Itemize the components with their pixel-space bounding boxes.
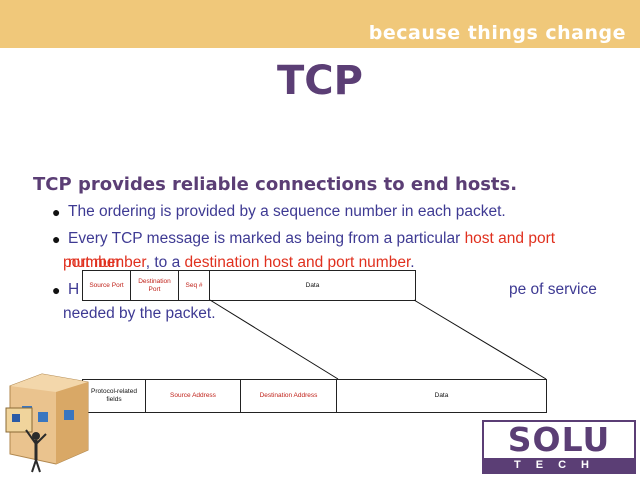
slide-title: TCP (277, 58, 363, 104)
logo-top-text: SOLU (507, 420, 611, 459)
bullet-2-highlight-2: destination host and port number (184, 254, 411, 271)
bullet-3-text-b: pe of service (509, 281, 597, 298)
bullet-1-text: The ordering is provided by a sequence n… (68, 203, 506, 220)
builder-illustration-icon (5, 373, 89, 473)
bullet-3-text-a: H (68, 281, 80, 298)
bullet-2-line-2: port number, to a destination host and p… (63, 251, 603, 275)
bullet-dot-icon: ● (52, 231, 61, 247)
tcp-seq-cell: Seq # (179, 271, 210, 300)
bullet-dot-icon: ● (52, 282, 61, 298)
header-banner: because things change (0, 0, 640, 48)
expansion-line-right (413, 299, 547, 380)
ip-protocol-fields-cell: Protocol-related fields (83, 380, 146, 412)
bullet-1: ● The ordering is provided by a sequence… (52, 200, 608, 224)
bullet-2-text-b: , to a (145, 254, 185, 271)
bullet-3-text-b-wrap: pe of service (509, 278, 597, 302)
bullet-3-text-c: needed by the packet. (63, 305, 216, 322)
bullet-3: ● H (52, 278, 608, 302)
slide-headline: TCP provides reliable connections to end… (33, 174, 518, 195)
ip-destination-address-cell: Destination Address (241, 380, 337, 412)
logo-bottom-text: TECH (484, 458, 634, 472)
bullet-3-line-2: needed by the packet. (63, 302, 216, 326)
ip-data-cell: Data (434, 392, 449, 399)
tagline: because things change (368, 22, 626, 44)
bullet-2-highlight-1: host and port number (68, 230, 556, 271)
bullet-2-highlight-1-cont: port number (63, 254, 146, 271)
solutech-logo: SOLU TECH (482, 420, 636, 474)
bullet-dot-icon: ● (52, 204, 61, 220)
expansion-line-left (209, 299, 339, 380)
bullet-2: ● Every TCP message is marked as being f… (52, 227, 608, 275)
bullet-2-text-a: Every TCP message is marked as being fro… (68, 230, 465, 247)
tcp-destination-port-cell: Destination Port (131, 271, 179, 300)
tcp-source-port-cell: Source Port (83, 271, 131, 300)
bullet-2-text-c: . (410, 254, 415, 271)
tcp-data-cell: Data (305, 281, 320, 289)
ip-packet-diagram: Protocol-related fields Source Address D… (82, 379, 547, 413)
ip-source-address-cell: Source Address (146, 380, 241, 412)
tcp-header-diagram: Source Port Destination Port Seq # Data (82, 270, 416, 301)
